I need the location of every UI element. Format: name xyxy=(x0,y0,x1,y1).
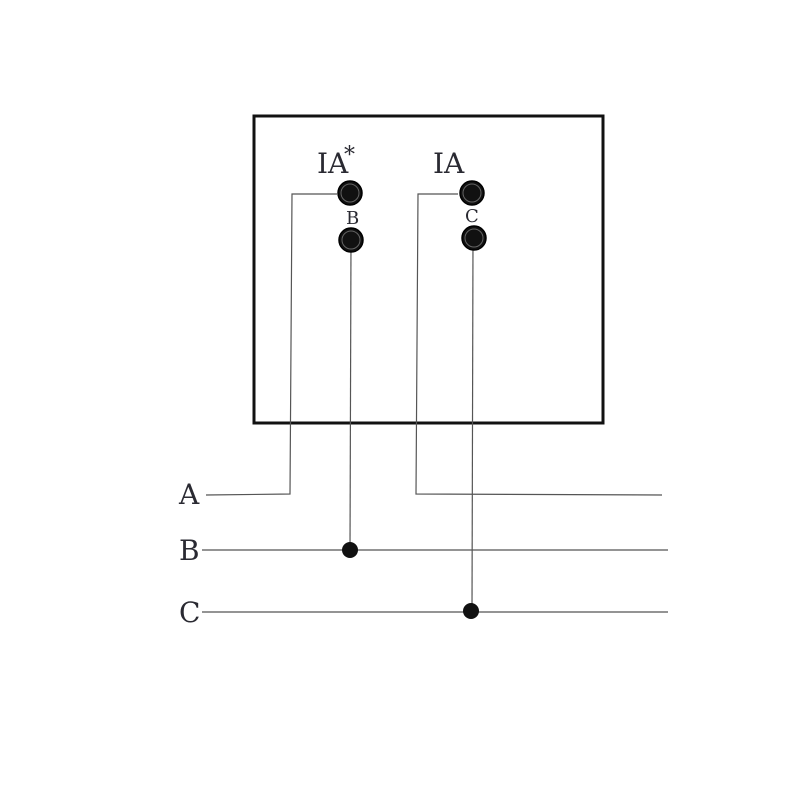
left-terminal-star: * xyxy=(344,143,355,168)
right-top-terminal xyxy=(459,180,485,206)
wire-right-bottom-terminal-to-c xyxy=(471,237,474,611)
left-terminal-label: IA xyxy=(317,147,349,180)
wire-right-top-terminal-to-line xyxy=(415,193,663,496)
right-terminal-label: IA xyxy=(433,147,465,180)
meter-box xyxy=(252,114,605,425)
junction-dot-c xyxy=(463,603,479,619)
right-terminal-sub-label: C xyxy=(465,206,479,227)
left-top-terminal xyxy=(337,180,363,206)
wire-left-bottom-terminal-to-b xyxy=(349,239,352,551)
left-bottom-terminal-ring xyxy=(341,230,361,250)
phase-label-a: A xyxy=(178,478,200,511)
phase-label-b: B xyxy=(179,534,200,567)
left-terminal-sub-label: B xyxy=(346,208,359,229)
right-bottom-terminal xyxy=(461,225,487,251)
right-top-terminal-ring xyxy=(462,183,482,203)
junction-dot-b xyxy=(342,542,358,558)
left-top-terminal-ring xyxy=(340,183,360,203)
phase-label-c: C xyxy=(179,596,200,629)
left-bottom-terminal xyxy=(338,227,364,253)
right-bottom-terminal-ring xyxy=(464,228,484,248)
wire-a-to-left-top-terminal xyxy=(205,193,337,496)
